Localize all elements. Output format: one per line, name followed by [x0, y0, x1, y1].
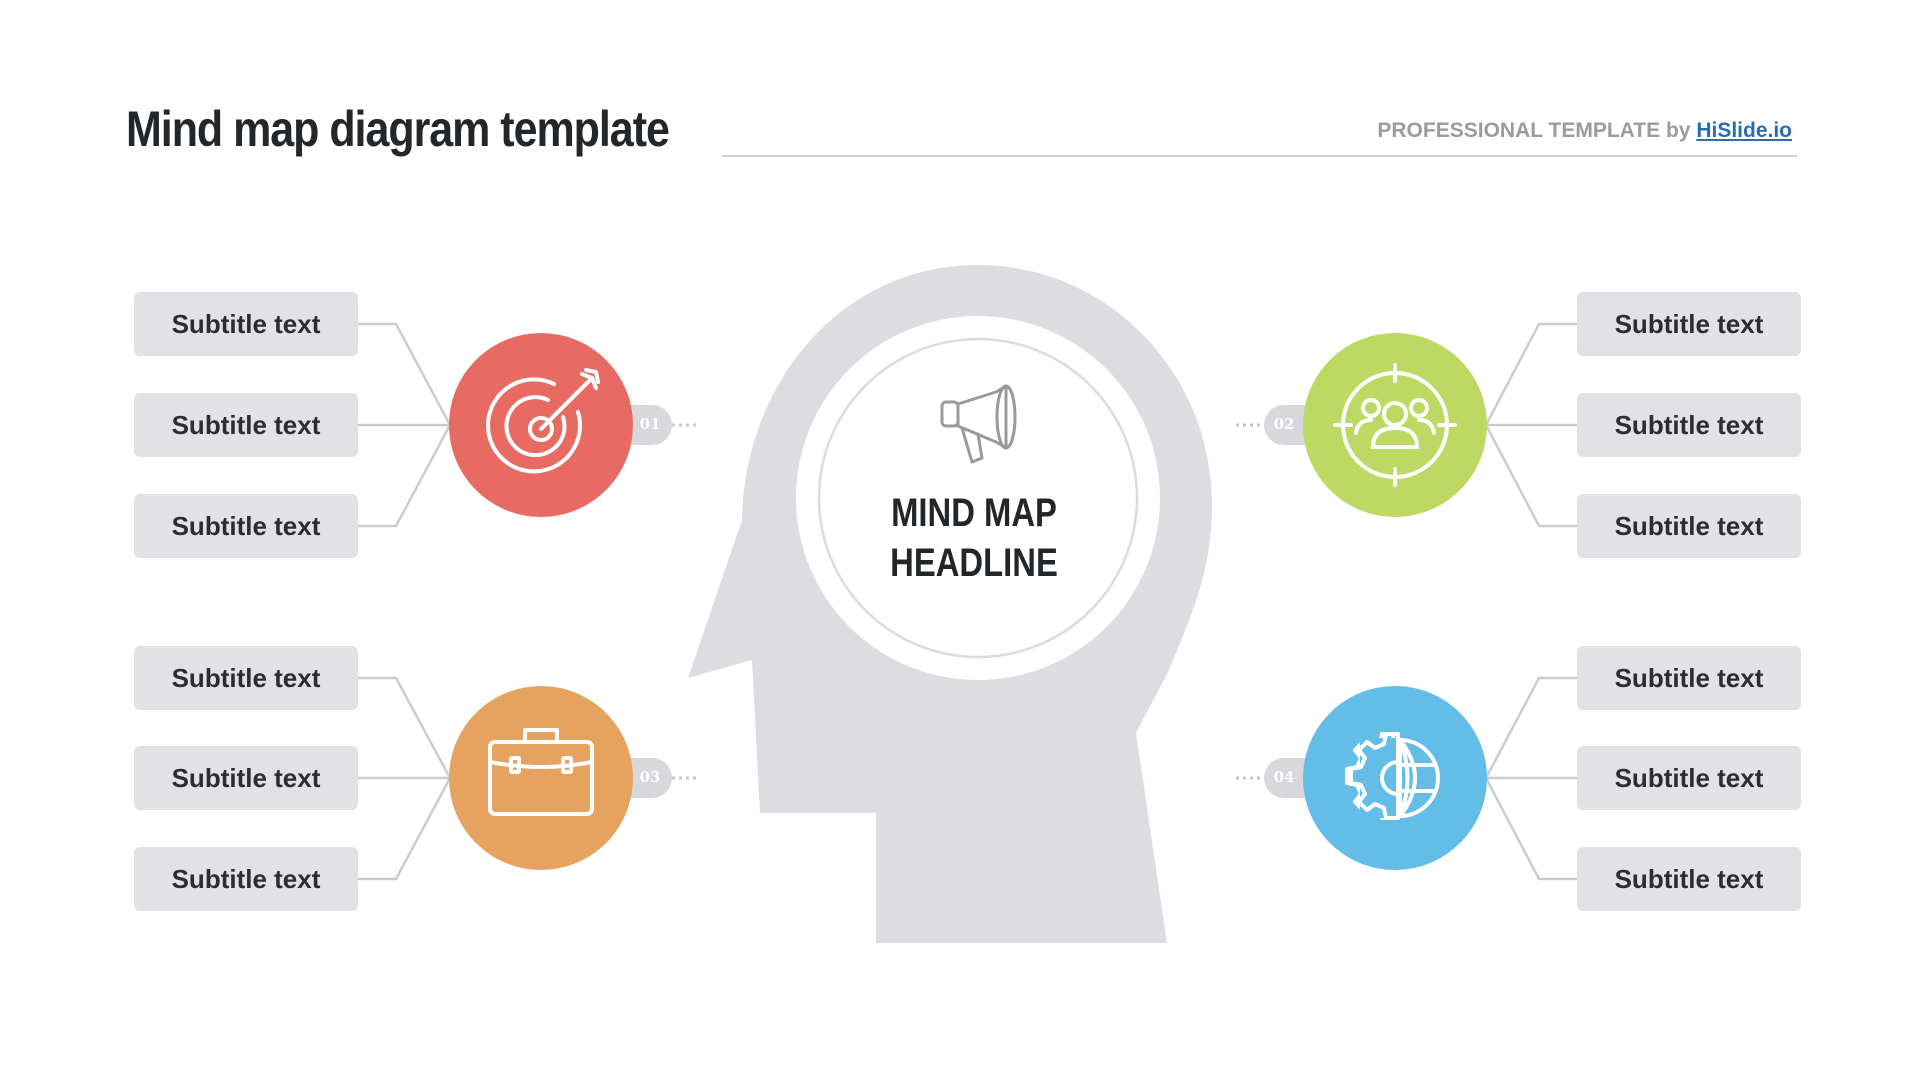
- subtitle-box-01-3: Subtitle text: [134, 494, 358, 558]
- connectors-04: [1484, 676, 1577, 881]
- brand-credit: PROFESSIONAL TEMPLATE by HiSlide.io: [1377, 119, 1792, 143]
- gear-outline: [1349, 732, 1402, 820]
- megaphone-icon: [940, 384, 1017, 464]
- connectors-03: [358, 676, 452, 881]
- node-01-number: 01: [639, 415, 661, 433]
- connectors-01: [358, 322, 452, 528]
- target-icon: [486, 368, 600, 474]
- subtitle-box-01-2: Subtitle text: [134, 393, 358, 457]
- connectors-02: [1484, 322, 1577, 528]
- node-03-circle: [449, 686, 633, 870]
- subtitle-box-04-1: Subtitle text: [1577, 646, 1801, 710]
- subtitle-box-03-2: Subtitle text: [134, 746, 358, 810]
- subtitle-box-03-3: Subtitle text: [134, 847, 358, 911]
- node-03-number: 03: [639, 768, 661, 786]
- node-04-number: 04: [1273, 768, 1295, 786]
- subtitle-box-02-1: Subtitle text: [1577, 292, 1801, 356]
- briefcase-icon: [488, 728, 594, 816]
- node-01-circle: [449, 333, 633, 517]
- subtitle-box-04-2: Subtitle text: [1577, 746, 1801, 810]
- subtitle-box-03-1: Subtitle text: [134, 646, 358, 710]
- subtitle-box-04-3: Subtitle text: [1577, 847, 1801, 911]
- center-circle-ring: [817, 337, 1139, 659]
- brand-prefix: PROFESSIONAL TEMPLATE by: [1377, 119, 1691, 142]
- header-divider: [722, 155, 1797, 157]
- brand-link[interactable]: HiSlide.io: [1696, 119, 1792, 142]
- center-circle: [796, 316, 1160, 680]
- dotted-links: [672, 423, 1264, 780]
- page-title: Mind map diagram template: [126, 101, 670, 157]
- center-headline: MIND MAP HEADLINE: [851, 488, 1097, 588]
- subtitle-box-01-1: Subtitle text: [134, 292, 358, 356]
- subtitle-box-02-2: Subtitle text: [1577, 393, 1801, 457]
- center-headline-line2: HEADLINE: [890, 541, 1058, 585]
- center-headline-line1: MIND MAP: [891, 491, 1057, 535]
- subtitle-box-02-3: Subtitle text: [1577, 494, 1801, 558]
- node-02-number: 02: [1273, 415, 1295, 433]
- team-focus-icon: [1333, 363, 1457, 487]
